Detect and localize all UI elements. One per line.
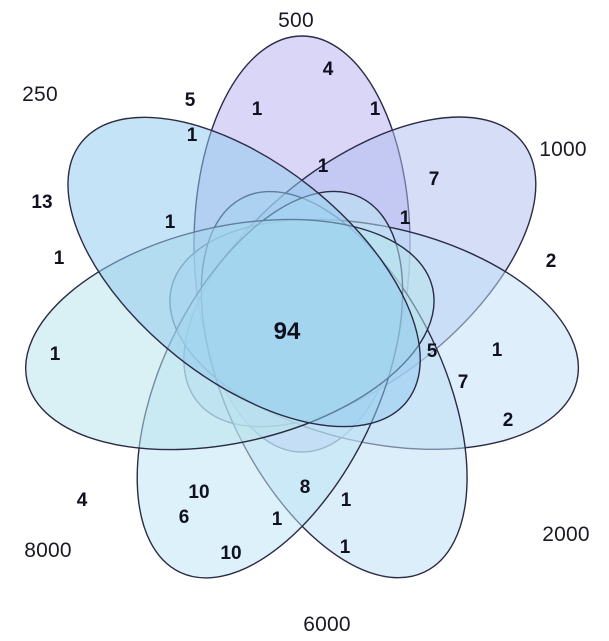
region-count: 7 (457, 372, 469, 393)
region-count: 1 (251, 99, 263, 120)
region-count: 1 (53, 248, 65, 269)
region-count: 1 (317, 156, 329, 177)
venn-set-ellipse-set6 (67, 116, 421, 428)
region-count: 1 (491, 340, 503, 361)
region-count: 10 (220, 543, 242, 564)
region-count: 4 (322, 59, 334, 80)
region-count: 4 (76, 490, 88, 511)
region-count: 13 (31, 192, 53, 213)
set-label-250: 250 (22, 83, 58, 106)
region-count: 5 (426, 341, 438, 362)
region-count: 1 (271, 509, 283, 530)
region-count: 1 (164, 212, 176, 233)
region-count: 1 (49, 344, 61, 365)
region-count: 1 (186, 125, 198, 146)
region-count: 2 (545, 251, 557, 272)
venn-ellipse-group (24, 35, 580, 579)
region-count: 94 (273, 318, 301, 345)
region-count: 2 (502, 410, 514, 431)
set-label-1000: 1000 (539, 138, 587, 161)
region-count: 8 (299, 477, 311, 498)
region-count: 1 (399, 208, 411, 229)
region-count: 1 (339, 537, 351, 558)
region-count: 5 (184, 90, 196, 111)
region-count: 1 (369, 99, 381, 120)
set-label-500: 500 (278, 9, 314, 32)
region-count: 7 (428, 169, 440, 190)
region-count: 6 (178, 507, 190, 528)
set-label-6000: 6000 (303, 613, 351, 636)
set-label-8000: 8000 (24, 539, 72, 562)
region-count: 1 (340, 490, 352, 511)
set-label-2000: 2000 (542, 523, 590, 546)
region-count: 10 (188, 482, 210, 503)
